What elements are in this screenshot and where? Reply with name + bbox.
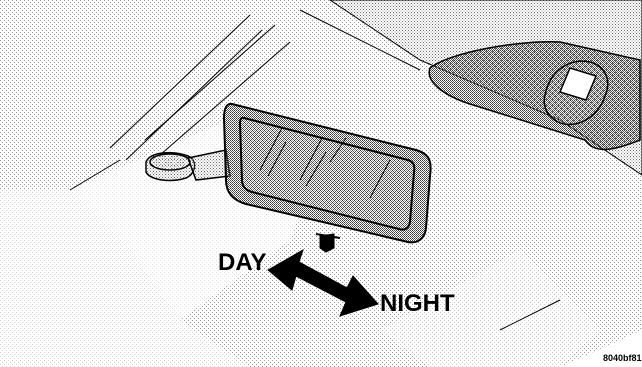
day-label: DAY	[218, 251, 266, 275]
night-label: NIGHT	[380, 292, 455, 316]
figure-id: 8040bf81	[603, 354, 642, 363]
